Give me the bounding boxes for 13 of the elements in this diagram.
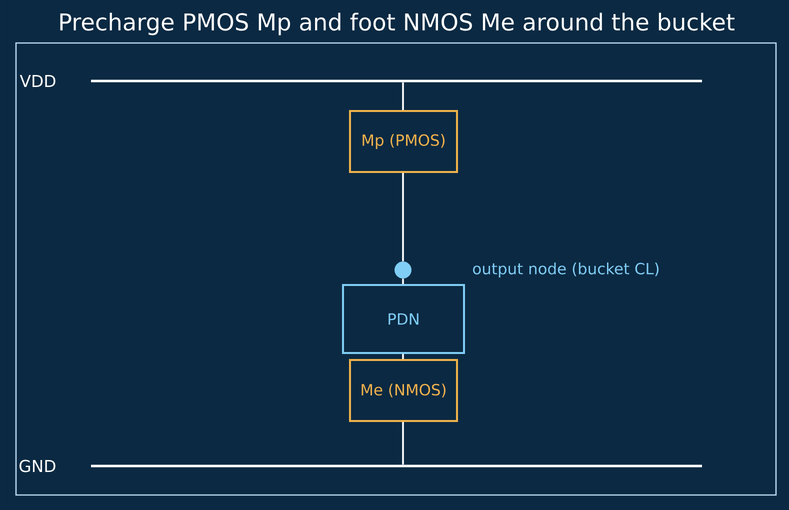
transistor-box: Mp (PMOS)	[349, 110, 458, 173]
rail-label: GND	[20, 460, 56, 472]
node-label: output node (bucket CL)	[473, 262, 659, 278]
network-box: PDN	[342, 284, 465, 354]
transistor-box: Me (NMOS)	[349, 359, 458, 422]
wire	[402, 278, 404, 284]
wire	[402, 354, 404, 359]
wire	[402, 173, 404, 262]
rail-label: VDD	[20, 75, 56, 87]
node-dot	[394, 262, 412, 278]
wire	[402, 422, 404, 465]
title: Precharge PMOS Mp and foot NMOS Me around the bucket	[60, 12, 734, 36]
wire	[402, 82, 404, 110]
